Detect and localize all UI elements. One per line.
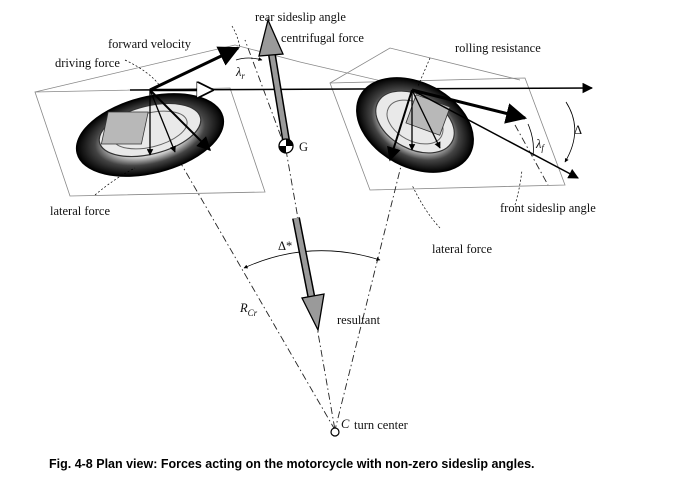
leader-lines [94,25,523,229]
lambda-r-subscript: r [241,71,245,81]
figure-caption: Fig. 4-8 Plan view: Forces acting on the… [49,457,535,471]
front-radius-line [334,129,411,431]
delta-arc [564,101,576,163]
lambda-f-subscript: f [541,143,545,153]
ground-planes [34,44,566,197]
resultant-label: resultant [337,313,381,327]
lambda-f-symbol: λf [535,137,545,153]
front-wheel-plane [329,77,566,191]
centrifugal-force-label: centrifugal force [281,31,364,45]
delta-symbol: Δ [574,123,582,137]
delta-star-symbol: Δ* [278,239,292,253]
front-slip-arc [527,123,534,157]
resultant-arrow [292,217,325,333]
centrifugal-force-arrow [258,18,290,141]
radius-symbol-main: R [239,301,248,315]
delta-star-arc [243,250,381,269]
front-plane-back-edge [329,47,521,84]
front-force-arrows [387,88,579,179]
forward-velocity-label: forward velocity [108,37,192,51]
rolling-resistance-label: rolling resistance [455,41,541,55]
forward-velocity-arrow [149,46,240,92]
lambda-f-main: λ [535,137,542,151]
rolling-resistance-arrow [411,88,528,124]
rear-lateral-force-label: lateral force [50,204,110,218]
angle-arcs [235,57,576,269]
rear-plane-back-edge [34,44,301,93]
rear-lateral-force-arrow [149,89,211,151]
driving-force-label: driving force [55,56,120,70]
turn-center-symbol: C [341,417,350,431]
radius-symbol-subscript: Cr [248,308,258,318]
construction-lines [149,39,549,431]
rear-hub [100,111,149,145]
front-slip-ref-line [514,124,549,186]
center-of-gravity-symbol [278,138,294,154]
turn-center-label: turn center [354,418,409,432]
lambda-r-main: λ [235,65,242,79]
cg-radius-line [285,149,336,431]
rear-force-arrows [146,46,240,156]
radius-symbol: RCr [239,301,258,318]
center-of-gravity-label: G [299,140,308,154]
front-lateral-force-arrow [387,89,413,162]
front-heading-arrow [411,89,579,179]
rear-slip-arc [235,57,263,61]
rear-sideslip-angle-label: rear sideslip angle [255,10,346,24]
front-lateral-force-label: lateral force [432,242,492,256]
lambda-r-symbol: λr [235,65,245,81]
front-sideslip-angle-label: front sideslip angle [500,201,596,215]
turn-center-point [330,427,340,437]
